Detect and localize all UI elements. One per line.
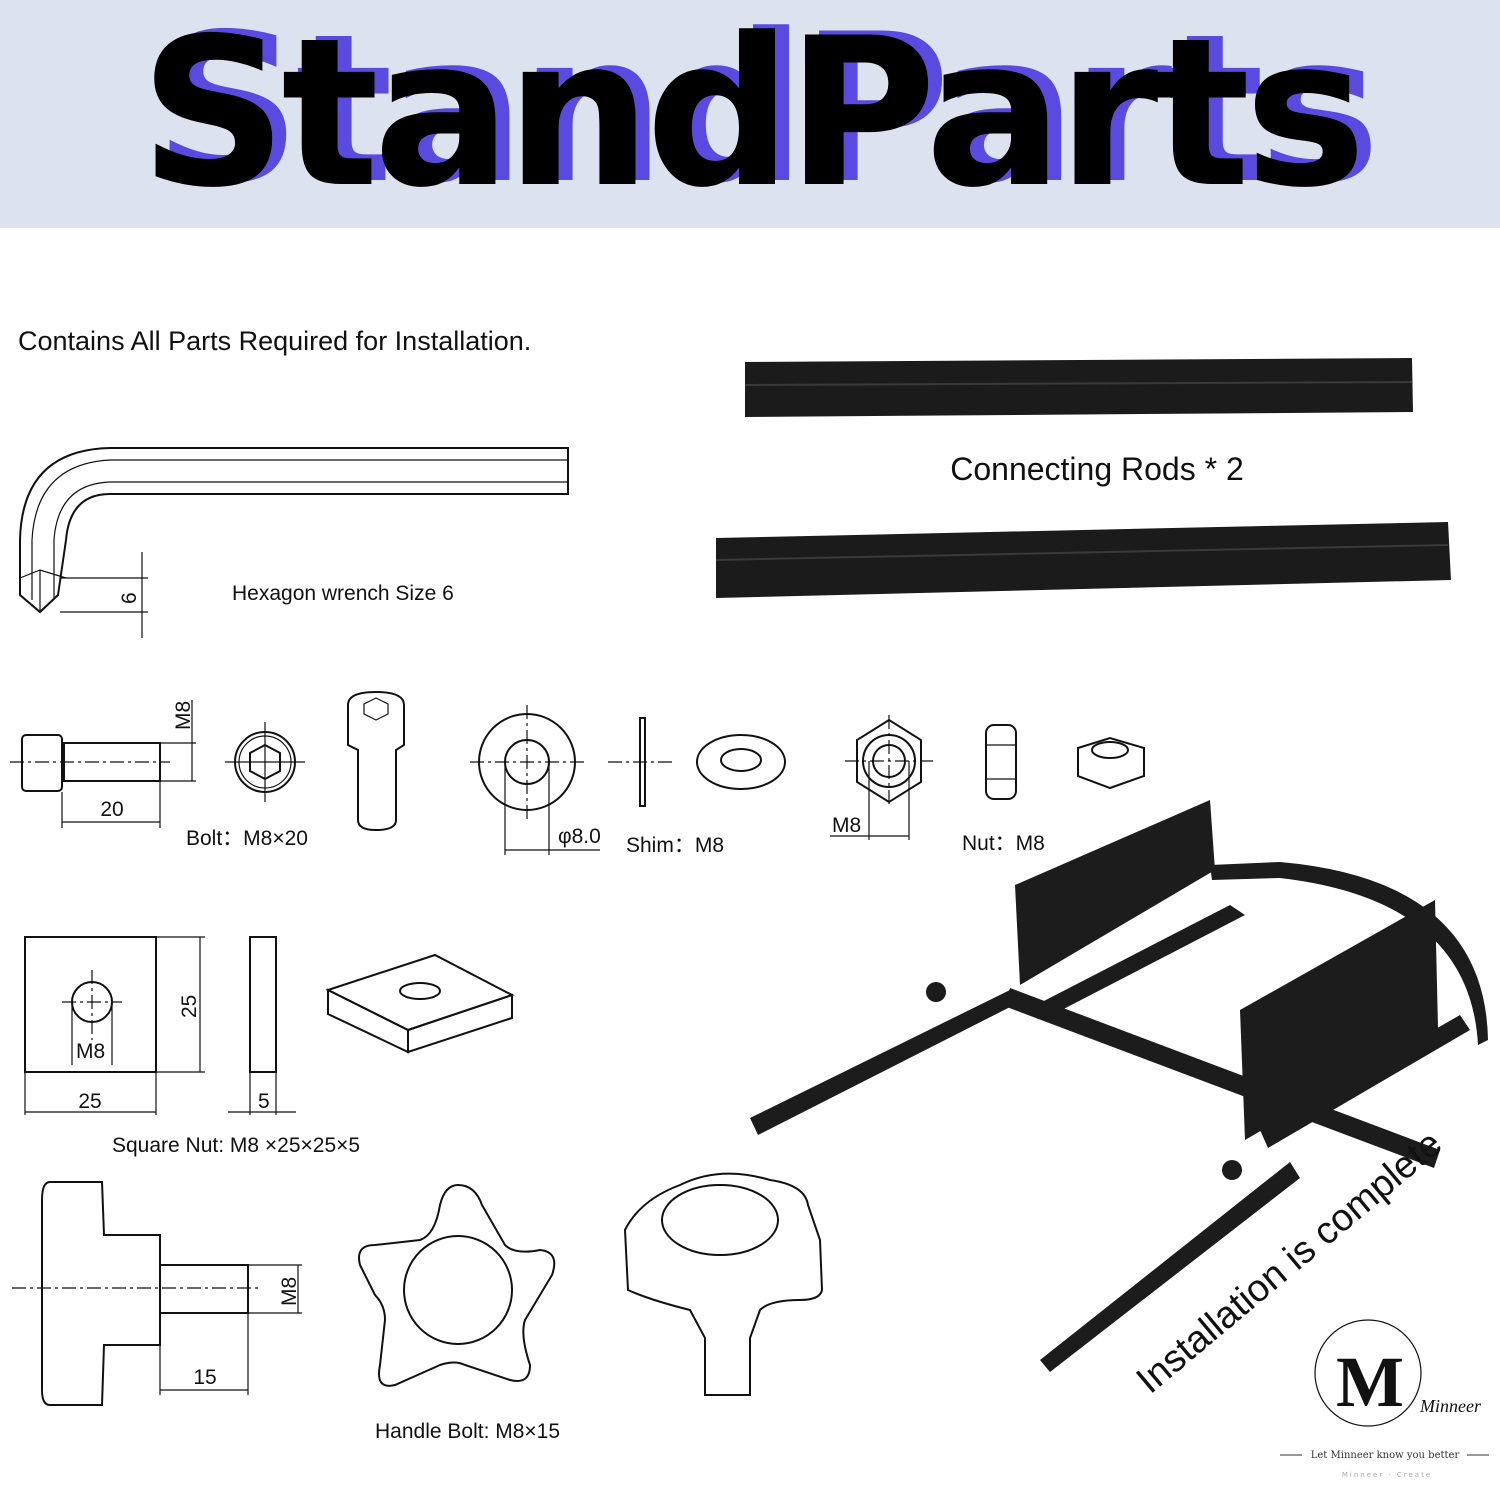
square-nut-width: 25 xyxy=(78,1090,101,1113)
bolt-thread: M8 xyxy=(172,701,195,730)
header-banner: StandParts xyxy=(0,0,1500,228)
logo-brand: Minneer xyxy=(1419,1396,1482,1416)
wrench-label: Hexagon wrench Size 6 xyxy=(232,582,454,605)
svg-text:M: M xyxy=(1336,1342,1404,1422)
assembled-stand xyxy=(750,800,1488,1372)
logo-sub: Minneer · Create xyxy=(1342,1471,1432,1479)
shim-diameter: φ8.0 xyxy=(558,825,601,848)
nut-size: M8 xyxy=(832,814,861,837)
bolt-drawing xyxy=(10,690,405,832)
bolt-length: 20 xyxy=(100,798,123,821)
nut-label: Nut：M8 xyxy=(962,832,1045,855)
handle-bolt-thread: M8 xyxy=(278,1277,301,1306)
square-nut-height: 25 xyxy=(178,995,201,1018)
handle-bolt-length: 15 xyxy=(193,1366,216,1389)
handle-bolt-drawing xyxy=(12,1172,824,1406)
bolt-label: Bolt：M8×20 xyxy=(186,827,308,850)
subtitle: Contains All Parts Required for Installa… xyxy=(18,326,531,356)
logo-tagline: Let Minneer know you better xyxy=(1311,1450,1460,1461)
square-nut-label: Square Nut: M8 ×25×25×5 xyxy=(112,1134,360,1157)
wrench-dim: 6 xyxy=(118,592,141,604)
square-nut-hole: M8 xyxy=(76,1040,105,1063)
handle-bolt-label: Handle Bolt: M8×15 xyxy=(375,1420,560,1443)
page-title: StandParts xyxy=(139,0,1367,233)
shim-label: Shim：M8 xyxy=(626,834,724,857)
square-nut-thickness: 5 xyxy=(258,1090,270,1113)
rods-label: Connecting Rods * 2 xyxy=(950,451,1244,487)
hex-wrench-drawing: 6 xyxy=(19,447,569,638)
nut-drawing xyxy=(830,715,1145,840)
square-nut-drawing xyxy=(24,936,515,1115)
shim-drawing xyxy=(470,705,786,855)
connecting-rods xyxy=(715,358,1451,598)
minneer-logo: M Minneer Let Minneer know you better Mi… xyxy=(1280,1319,1489,1479)
